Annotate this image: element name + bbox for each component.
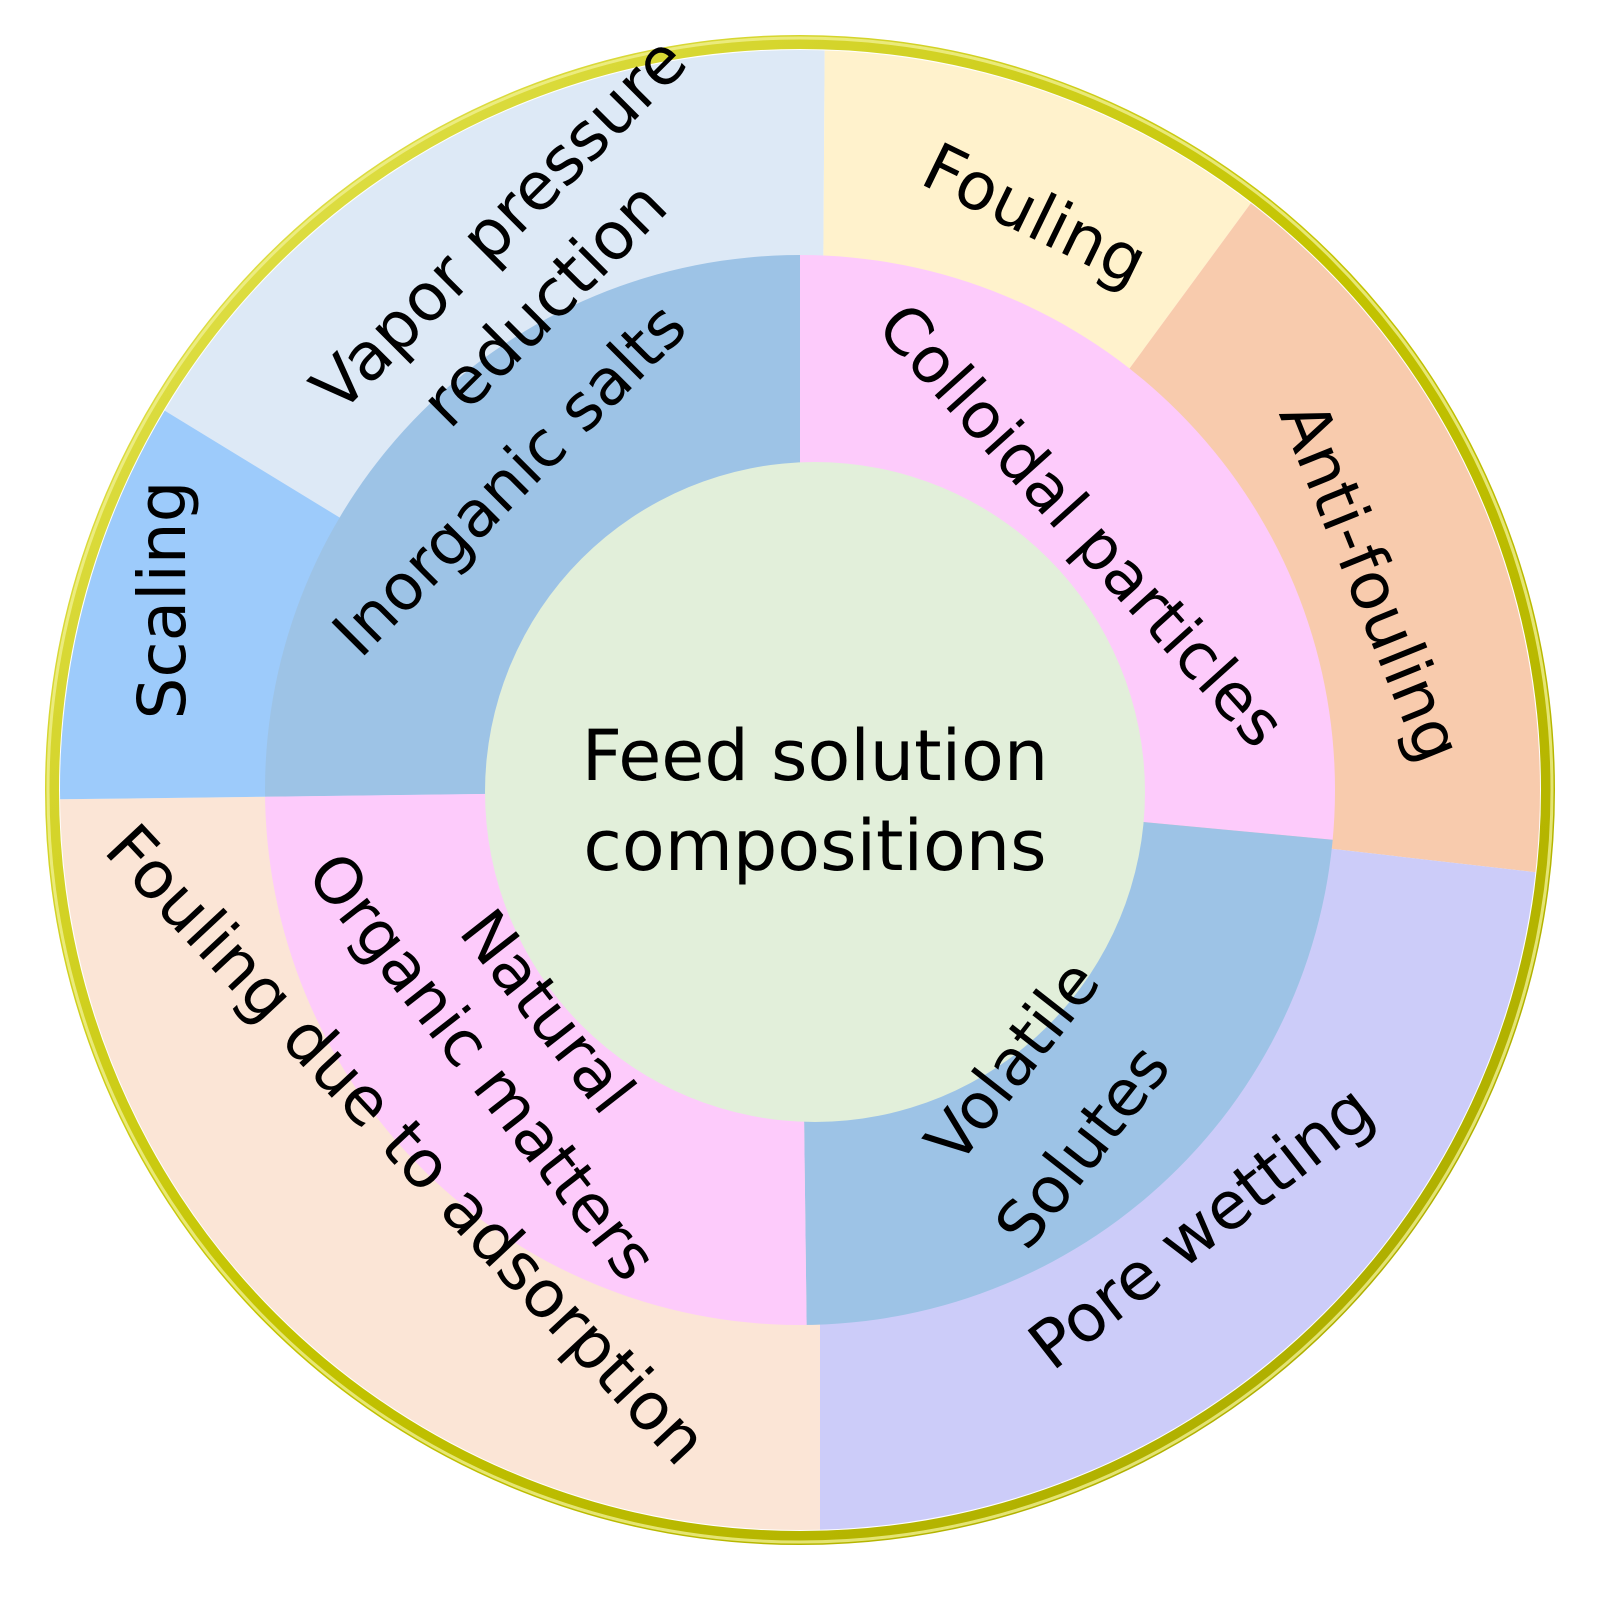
center-title-line1: Feed solution	[582, 715, 1048, 797]
center-circle	[485, 462, 1145, 1122]
outer-rim-highlight	[46, 36, 1554, 1544]
outer-rim	[45, 35, 1555, 1545]
label-scaling: Scaling	[124, 480, 201, 719]
center-title-line2: compositions	[583, 805, 1046, 887]
